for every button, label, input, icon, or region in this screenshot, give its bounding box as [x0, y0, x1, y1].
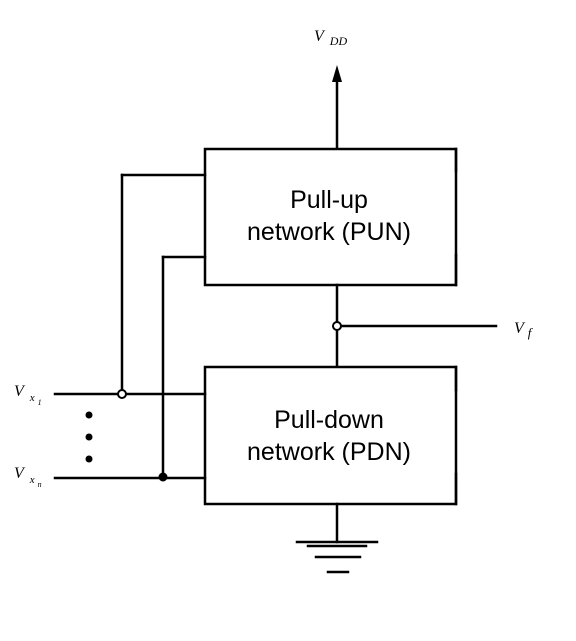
input-x1-label-sub: x [29, 392, 35, 404]
pull-up-network-label-line2: network (PUN) [247, 218, 411, 246]
input-x1-label-index: 1 [38, 398, 42, 407]
input-xn-label-sub: x [29, 474, 35, 486]
vdd-label-main: V [314, 28, 326, 45]
pull-down-network-label-line1: Pull-down [274, 406, 384, 434]
input-xn-label-main: V [14, 465, 26, 482]
pull-down-network-label-line2: network (PDN) [247, 438, 411, 466]
input-xn-label-index: n [38, 480, 42, 489]
vdd-arrow-icon [332, 65, 342, 82]
pull-up-network-label-line1: Pull-up [290, 186, 368, 214]
ground-icon [295, 540, 379, 574]
input-xn-junction [158, 472, 168, 482]
output-node-junction [332, 321, 342, 331]
pull-down-network-box [203, 365, 458, 506]
pull-up-network-box [203, 147, 458, 287]
input-ellipsis-dots-icon [85, 411, 93, 463]
input-x1-junction [117, 389, 127, 399]
output-label-main: V [514, 320, 526, 337]
vdd-label-subscript: DD [329, 34, 348, 48]
input-x1-label-main: V [14, 383, 26, 400]
output-label-subscript: f [528, 325, 534, 340]
